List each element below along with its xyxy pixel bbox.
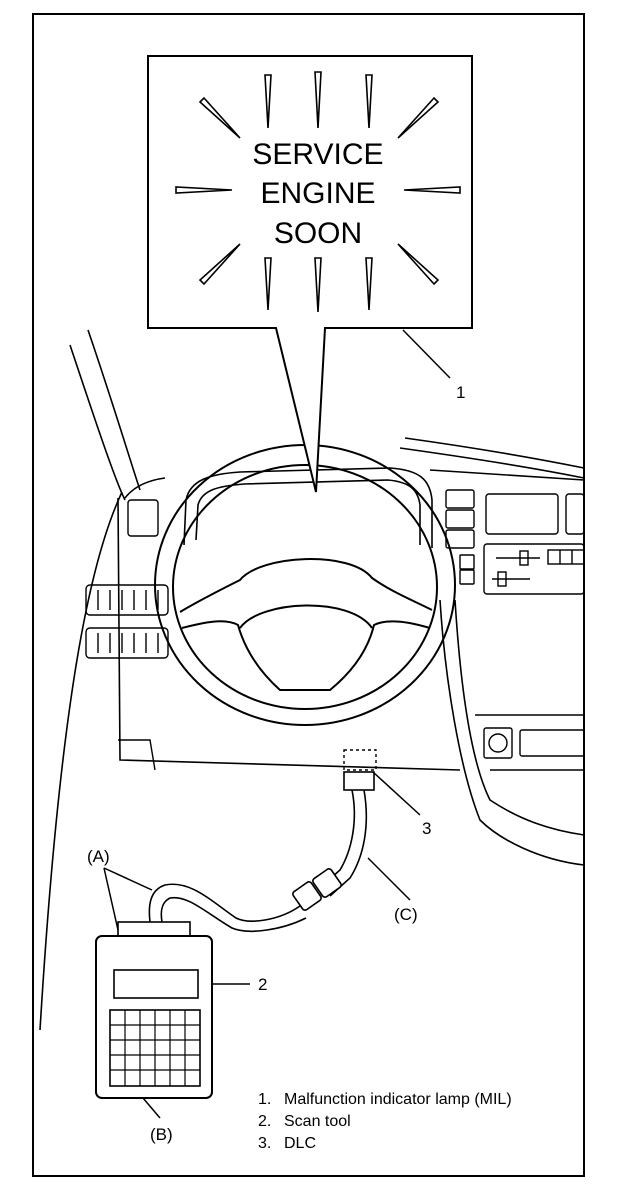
legend-num-1: 1. xyxy=(258,1091,271,1108)
scan-tool-cable xyxy=(148,789,368,932)
scan-tool-screen xyxy=(113,969,199,999)
legend: 1. Malfunction indicator lamp (MIL) 2. S… xyxy=(258,1091,512,1152)
cable-connector xyxy=(292,868,342,911)
mil-text-line-1: SERVICE xyxy=(252,138,383,171)
legend-num-3: 3. xyxy=(258,1135,271,1152)
scan-tool-keypad-grid xyxy=(110,1010,200,1086)
leader-lines-a xyxy=(103,867,153,931)
leader-line-1 xyxy=(402,329,451,379)
callout-3-label: 3 xyxy=(422,819,431,838)
legend-num-2: 2. xyxy=(258,1113,271,1130)
dashboard-outline xyxy=(117,437,585,866)
callout-c-label: (C) xyxy=(394,905,418,924)
callout-2-label: 2 xyxy=(258,975,267,994)
mil-callout-box xyxy=(147,55,473,493)
a-pillar xyxy=(39,329,141,1031)
dlc-port-outline xyxy=(343,749,377,771)
center-console xyxy=(445,489,585,759)
mil-text-line-2: ENGINE xyxy=(260,177,375,210)
mil-text-line-3: SOON xyxy=(274,217,362,250)
callout-b-label: (B) xyxy=(150,1125,173,1144)
callout-1-label: 1 xyxy=(456,383,465,402)
legend-text-3: DLC xyxy=(284,1135,316,1152)
left-air-vents xyxy=(85,499,169,771)
warning-lamp-flash-rays xyxy=(175,71,461,313)
legend-text-2: Scan tool xyxy=(284,1113,351,1130)
callout-a-label: (A) xyxy=(87,847,110,866)
leader-line-b xyxy=(142,1097,161,1119)
dlc-plug xyxy=(343,771,375,791)
legend-text-1: Malfunction indicator lamp (MIL) xyxy=(284,1091,512,1108)
leader-line-c xyxy=(367,857,411,901)
outer-border xyxy=(32,13,585,1177)
instrument-cluster xyxy=(183,467,433,548)
leader-line-3 xyxy=(372,771,421,816)
